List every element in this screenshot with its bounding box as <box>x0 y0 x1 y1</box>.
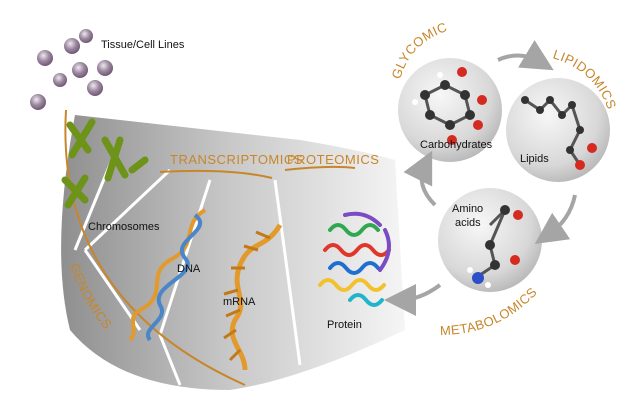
chromosomes-label: Chromosomes <box>88 221 160 233</box>
chromosome <box>128 156 149 174</box>
amino-label: Amino <box>452 203 483 215</box>
protein-helix <box>328 223 380 237</box>
dna-strand-blue <box>146 213 203 342</box>
arrow-metabo-to-glyco <box>403 150 437 207</box>
chromosome <box>68 118 96 159</box>
arrow-metabo-to-protein <box>384 283 442 316</box>
cell <box>64 38 80 54</box>
cell <box>97 60 113 76</box>
divider <box>83 168 172 331</box>
protein-helix <box>348 293 384 307</box>
lipids-label: Lipids <box>520 153 549 165</box>
omics-fan <box>61 109 405 390</box>
protein-structure <box>318 211 391 307</box>
lipidomics-sphere <box>506 78 610 182</box>
proteomics-label: PROTEOMICS <box>287 152 379 167</box>
chromosomes-graphic <box>61 118 149 209</box>
cell <box>37 50 53 66</box>
top-arc <box>284 165 356 171</box>
carbohydrate-molecule <box>412 67 487 145</box>
amino-acid-molecule <box>467 205 523 288</box>
metabolomics-label: METABOLOMICS <box>440 284 540 338</box>
acids-label: acids <box>455 217 481 229</box>
chromosome <box>64 174 89 209</box>
cycle-arrows <box>384 40 577 316</box>
top-arc <box>159 169 273 179</box>
mrna-bases <box>223 230 271 362</box>
metabolomics-sphere <box>438 188 542 292</box>
chromosome <box>104 136 124 182</box>
lipid-molecule <box>521 96 597 170</box>
mrna-label: mRNA <box>223 296 256 308</box>
divider <box>273 179 302 366</box>
cell-cluster <box>30 29 113 110</box>
dna-helix <box>128 208 207 342</box>
arrow-glyco-to-lipido <box>497 40 554 71</box>
cell <box>53 73 67 87</box>
dna-strand-orange <box>128 208 207 342</box>
dna-label: DNA <box>177 263 201 275</box>
mrna-backbone <box>229 223 283 371</box>
cell <box>79 29 93 43</box>
fan-panel <box>61 115 405 390</box>
cell <box>30 94 46 110</box>
cell <box>87 80 103 96</box>
protein-helix <box>323 243 391 257</box>
protein-coil <box>343 211 391 272</box>
protein-label: Protein <box>327 319 362 331</box>
cell <box>72 62 88 78</box>
outer-arc <box>64 109 246 386</box>
carbohydrates-sphere <box>398 58 502 162</box>
lipids-sphere <box>506 78 610 182</box>
transcriptomics-label: TRANSCRIPTOMICS <box>170 152 303 167</box>
glycomics-sphere <box>398 58 502 162</box>
protein-helix <box>318 278 386 292</box>
tissue-label: Tissue/Cell Lines <box>101 39 185 51</box>
protein-helix <box>328 261 380 275</box>
carbohydrates-label: Carbohydrates <box>420 139 493 151</box>
arrow-lipido-to-metabo <box>534 194 577 245</box>
mrna-strand <box>223 223 283 371</box>
